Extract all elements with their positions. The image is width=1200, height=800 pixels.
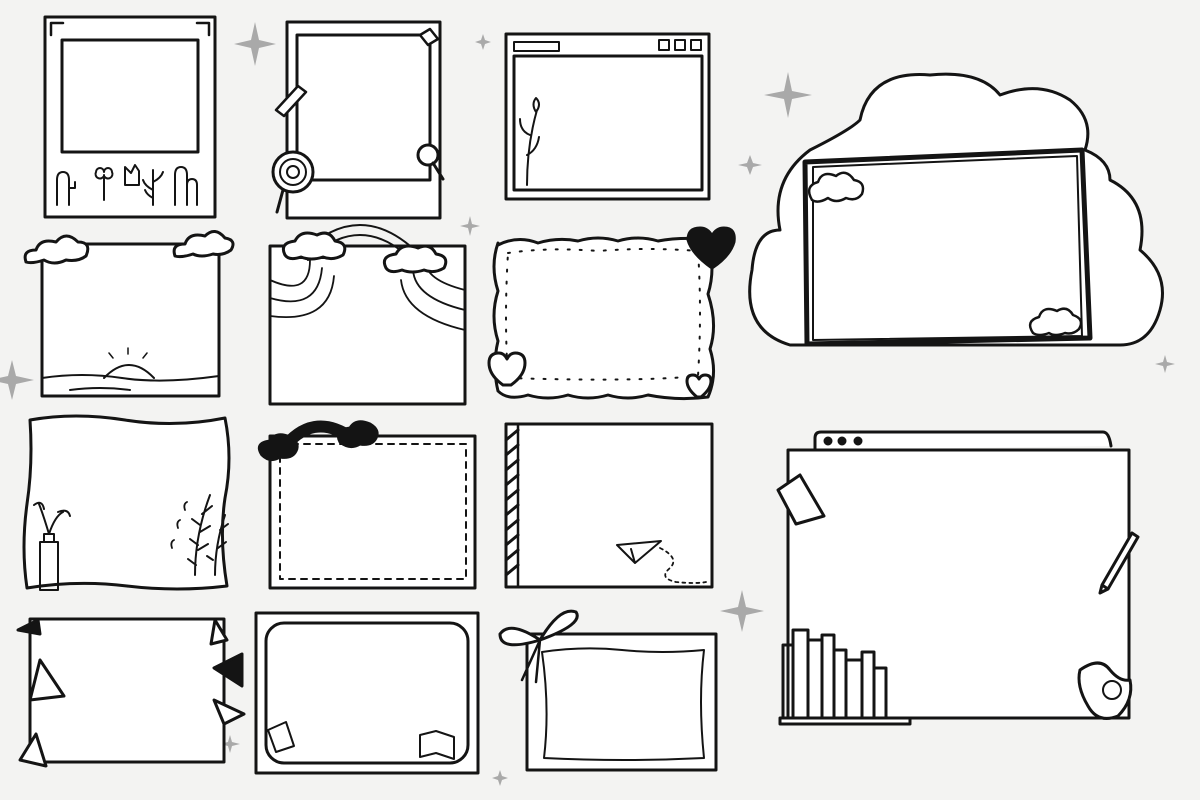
polaroid-frame-candy bbox=[271, 20, 445, 220]
rainbow-dashed-frame bbox=[257, 420, 477, 590]
polaroid-frame-cactus bbox=[43, 15, 217, 219]
window-frame-flower bbox=[504, 32, 711, 201]
clouds-sunset-frame bbox=[23, 230, 235, 398]
wavy-vase-frame bbox=[22, 414, 231, 591]
sparkle-icon bbox=[0, 22, 1175, 786]
rainbow-clouds-frame bbox=[268, 224, 467, 406]
browser-books-frame bbox=[776, 430, 1140, 726]
striped-paper-plane-frame bbox=[504, 422, 714, 589]
bow-frame bbox=[498, 609, 718, 772]
bunting-frame bbox=[16, 617, 246, 768]
rounded-stationery-frame bbox=[254, 611, 480, 775]
wavy-hearts-frame bbox=[487, 226, 736, 401]
cloud-frame-large bbox=[748, 72, 1164, 347]
